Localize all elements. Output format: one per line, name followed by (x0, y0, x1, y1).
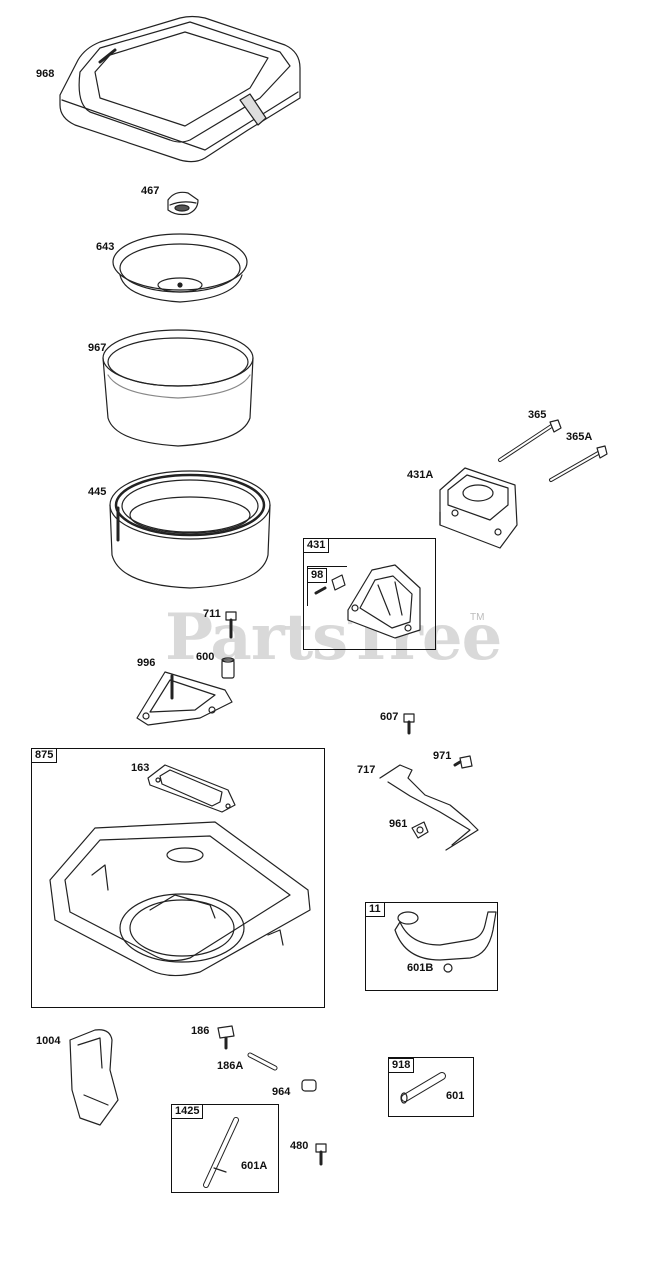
part-label-996[interactable]: 996 (137, 657, 156, 669)
bolt-607-drawing (403, 713, 415, 735)
wing-nut-drawing (167, 191, 199, 216)
air-filter-drawing (109, 470, 271, 589)
part-label-601b[interactable]: 601B (407, 962, 434, 974)
breather-tube-drawing (394, 911, 497, 973)
air-cleaner-base-drawing (49, 821, 311, 977)
part-label-445[interactable]: 445 (88, 486, 107, 498)
bracket-996-drawing (136, 671, 233, 726)
group-label-431: 431 (303, 538, 330, 553)
bolt-480-drawing (315, 1143, 327, 1166)
group-label-875: 875 (31, 748, 58, 763)
part-label-600[interactable]: 600 (196, 651, 215, 663)
group-label-918: 918 (388, 1058, 415, 1073)
part-label-968[interactable]: 968 (36, 68, 55, 80)
group-label-1425: 1425 (171, 1104, 204, 1119)
bolt-365-drawing (498, 419, 562, 462)
group-box-98 (307, 566, 347, 606)
sleeve-964-drawing (301, 1079, 317, 1092)
bolt-711-drawing (225, 611, 237, 639)
partstree-watermark: PartsTree (165, 600, 502, 675)
air-cleaner-cover-drawing (59, 15, 301, 163)
part-label-643[interactable]: 643 (96, 241, 115, 253)
tube-1425-drawing (203, 1117, 239, 1188)
part-label-365[interactable]: 365 (528, 409, 547, 421)
bolt-365a-drawing (549, 445, 608, 482)
base-assembly-drawing (347, 564, 421, 639)
group-box-918 (388, 1057, 474, 1117)
trademark-mark: TM (470, 612, 485, 623)
part-label-480[interactable]: 480 (290, 1140, 309, 1152)
group-box-1425 (171, 1104, 279, 1193)
part-label-607[interactable]: 607 (380, 711, 399, 723)
sleeve-600-drawing (221, 657, 235, 679)
group-box-431 (303, 538, 436, 650)
part-label-431a[interactable]: 431A (407, 469, 434, 481)
part-label-964[interactable]: 964 (272, 1086, 291, 1098)
cover-plate-drawing (112, 233, 248, 303)
bolt-971-drawing (453, 755, 473, 769)
part-label-601a[interactable]: 601A (241, 1160, 268, 1172)
part-label-711[interactable]: 711 (203, 608, 221, 620)
part-label-365a[interactable]: 365A (566, 431, 593, 443)
fitting-186-drawing (217, 1025, 235, 1050)
pre-cleaner-drawing (102, 329, 254, 447)
part-label-717[interactable]: 717 (357, 764, 376, 776)
fitting-961-drawing (411, 821, 429, 839)
group-box-875 (31, 748, 325, 1008)
part-label-601[interactable]: 601 (446, 1090, 465, 1102)
spacer-base-drawing (439, 467, 518, 549)
group-label-11: 11 (365, 902, 385, 917)
part-label-961[interactable]: 961 (389, 818, 408, 830)
part-label-163[interactable]: 163 (131, 762, 150, 774)
tube-918-drawing (400, 1072, 446, 1104)
part-label-967[interactable]: 967 (88, 342, 107, 354)
gasket-163-drawing (147, 764, 236, 813)
part-label-467[interactable]: 467 (141, 185, 160, 197)
bracket-717-drawing (379, 764, 479, 851)
screw-98-drawing (314, 574, 346, 595)
part-label-1004[interactable]: 1004 (36, 1035, 61, 1047)
group-label-98: 98 (307, 568, 328, 583)
group-box-11 (365, 902, 498, 991)
duct-1004-drawing (69, 1029, 119, 1126)
part-label-186[interactable]: 186 (191, 1025, 210, 1037)
part-label-186a[interactable]: 186A (217, 1060, 244, 1072)
part-label-971[interactable]: 971 (433, 750, 452, 762)
tube-186a-drawing (247, 1052, 278, 1071)
